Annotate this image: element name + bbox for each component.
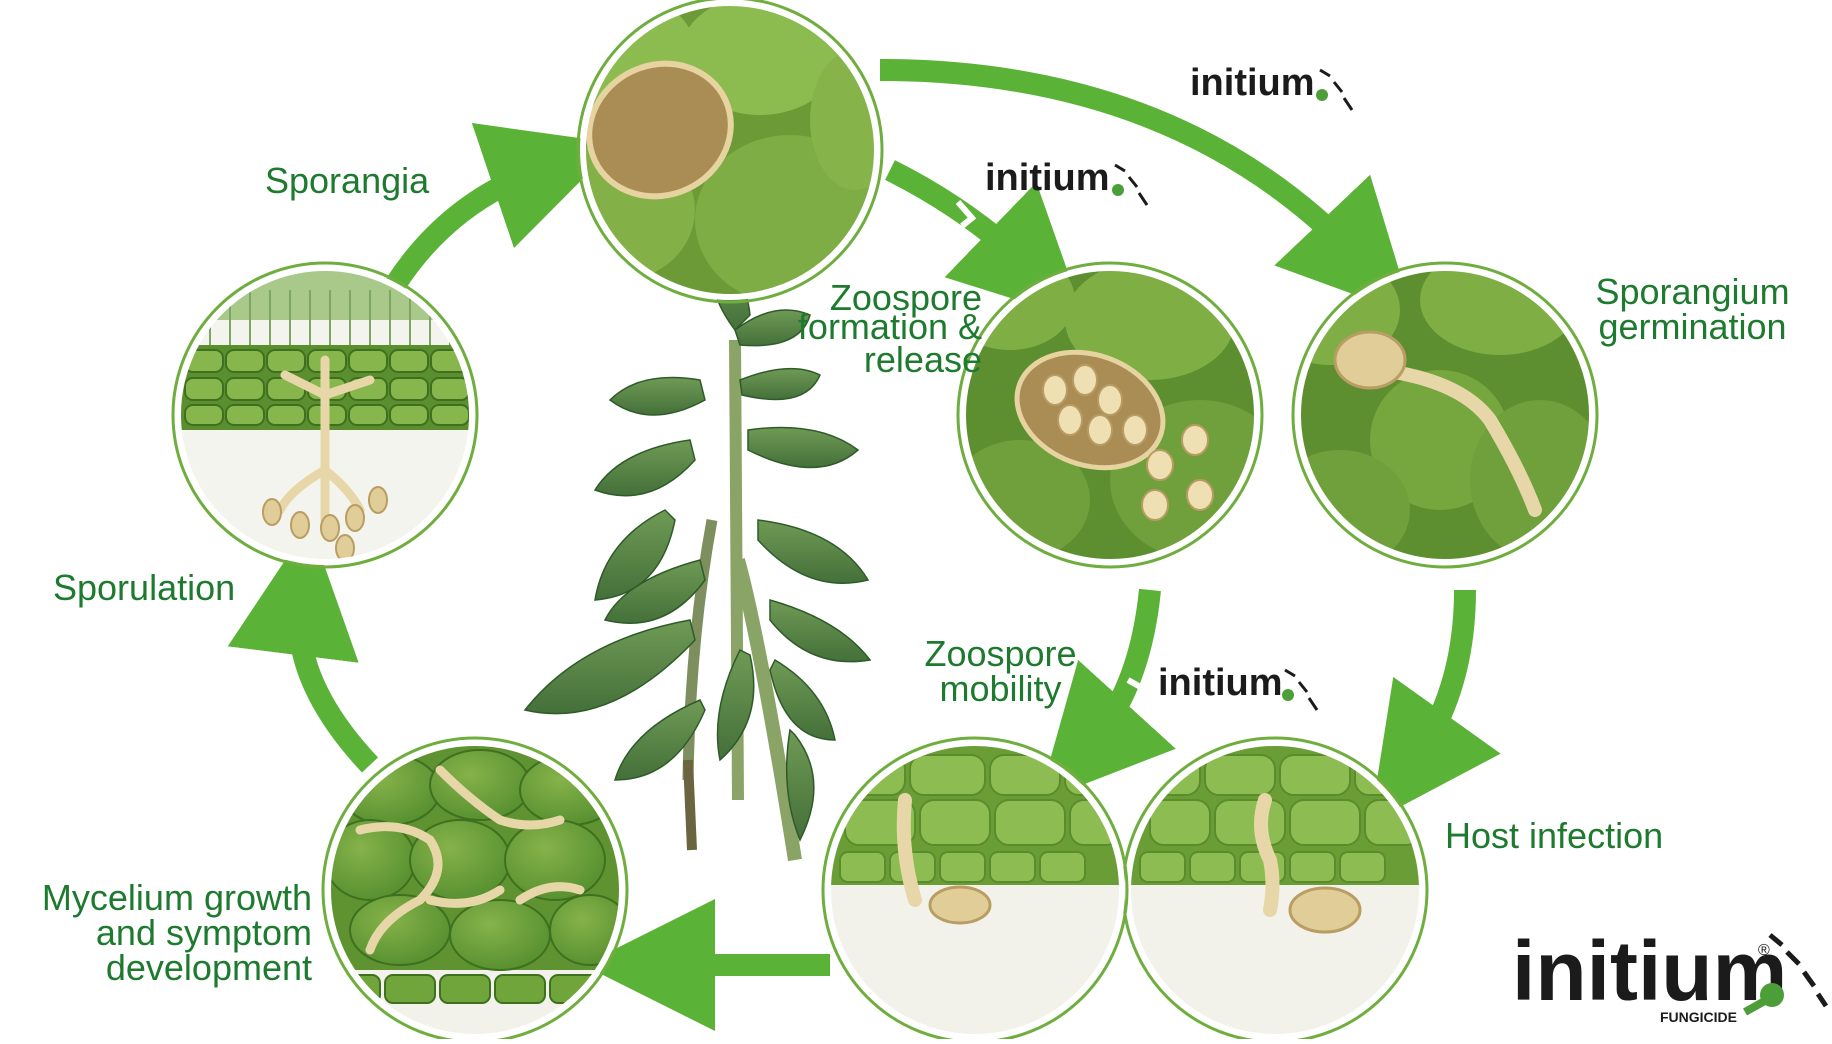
label-mycelium-growth: Mycelium growth and symptom development xyxy=(8,880,312,985)
circle-sporangium-germination xyxy=(1260,245,1610,570)
circle-mycelium-growth xyxy=(323,738,630,1039)
label-sporangia: Sporangia xyxy=(265,163,429,198)
label-zoospore-mobility: Zoospore mobility xyxy=(898,636,1103,706)
label-zoospore-formation: Zoospore formation & release xyxy=(760,280,982,377)
arrow-germination-to-infection xyxy=(1415,590,1465,760)
logo-wordmark: initium xyxy=(1512,924,1787,1018)
circle-sporangia xyxy=(545,0,900,305)
initium-badge-1: initium xyxy=(1190,62,1352,110)
initium-logo: initium ® FUNGICIDE xyxy=(1512,924,1826,1025)
arrow-mycelium-to-sporulation xyxy=(299,600,370,765)
label-sporulation: Sporulation xyxy=(53,570,235,605)
circle-host-infection xyxy=(1123,738,1427,1039)
circle-zoospore-formation xyxy=(945,250,1290,567)
circle-zoospore-mobility xyxy=(823,738,1127,1039)
badge-1-text: initium xyxy=(1190,62,1315,104)
circle-sporulation xyxy=(173,263,477,567)
logo-registered-mark: ® xyxy=(1758,942,1770,959)
logo-subtitle: FUNGICIDE xyxy=(1660,1009,1737,1025)
initium-badge-3: initium xyxy=(1158,662,1317,710)
badge-3-text: initium xyxy=(1158,662,1283,704)
label-sporangium-germination: Sporangium germination xyxy=(1580,274,1805,344)
badge-2-text: initium xyxy=(985,157,1110,199)
label-host-infection: Host infection xyxy=(1445,818,1663,853)
initium-badge-2: initium xyxy=(985,157,1147,205)
